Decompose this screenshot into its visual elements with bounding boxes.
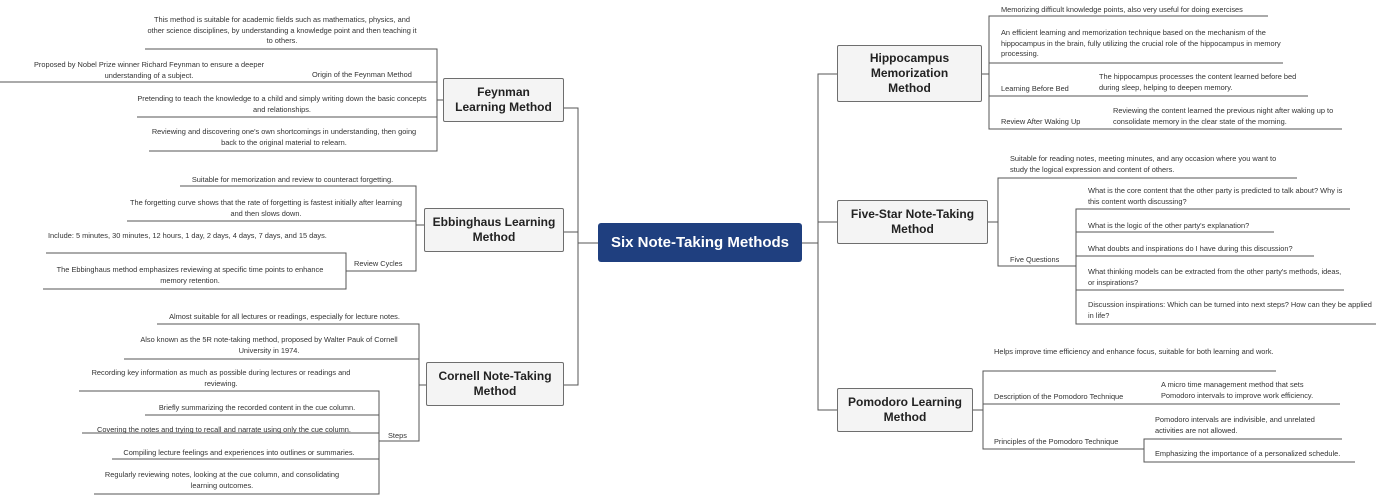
hippocampus-title-1: Hippocampus	[869, 51, 950, 65]
root-topic[interactable]: Six Note-Taking Methods	[598, 223, 802, 262]
pomodoro-title-2: Method	[883, 410, 927, 424]
fivestar-question-5: Discussion inspirations: Which can be tu…	[1088, 300, 1372, 320]
cornell-steps-label: Steps	[388, 431, 407, 440]
cornell-step-1: Recording key information as much as pos…	[91, 368, 351, 388]
pomodoro-principles-label: Principles of the Pomodoro Technique	[994, 437, 1119, 446]
feynman-title-2: Learning Method	[455, 100, 552, 114]
cornell-step-3: Covering the notes and trying to recall …	[97, 425, 351, 434]
ebbinghaus-title-1: Ebbinghaus Learning	[432, 215, 556, 229]
fivestar-title-2: Method	[891, 222, 934, 236]
feynman-origin-label: Origin of the Feynman Method	[312, 70, 412, 79]
fivestar-question-1: What is the core content that the other …	[1088, 186, 1343, 206]
pomodoro-helps: Helps improve time efficiency and enhanc…	[994, 347, 1274, 356]
feynman-suitability: This method is suitable for academic fie…	[147, 15, 417, 45]
fivestar-question-3: What doubts and inspirations do I have d…	[1088, 244, 1293, 253]
hippocampus-title-2: Memorization	[870, 66, 949, 80]
ebbinghaus-cycles-include: Include: 5 minutes, 30 minutes, 12 hours…	[48, 231, 327, 240]
fivestar-question-2: What is the logic of the other party's e…	[1088, 221, 1250, 230]
feynman-origin-detail: Proposed by Nobel Prize winner Richard F…	[33, 60, 265, 80]
cornell-title-1: Cornell Note-Taking	[438, 369, 552, 383]
ebbinghaus-suitable: Suitable for memorization and review to …	[191, 175, 394, 184]
hippocampus-difficult: Memorizing difficult knowledge points, a…	[1001, 5, 1243, 14]
ebbinghaus-cycles-label: Review Cycles	[354, 259, 403, 268]
feynman-teach: Pretending to teach the knowledge to a c…	[137, 94, 427, 114]
hippocampus-efficient: An efficient learning and memorization t…	[1001, 28, 1281, 58]
hippocampus-title-3: Method	[888, 81, 931, 95]
feynman-title-1: Feynman	[477, 85, 530, 99]
fivestar-suitable: Suitable for reading notes, meeting minu…	[1010, 154, 1277, 174]
fivestar-questions-label: Five Questions	[1010, 255, 1060, 264]
cornell-step-4: Compiling lecture feelings and experienc…	[123, 448, 355, 457]
pomodoro-desc-label: Description of the Pomodoro Technique	[994, 392, 1124, 401]
fivestar-title-1: Five-Star Note-Taking	[850, 207, 975, 221]
hippocampus-bed-detail: The hippocampus processes the content le…	[1099, 72, 1297, 92]
ebbinghaus-title-2: Method	[472, 230, 516, 244]
hippocampus-bed-label: Learning Before Bed	[1001, 84, 1069, 93]
cornell-title-2: Method	[473, 384, 517, 398]
fivestar-question-4: What thinking models can be extracted fr…	[1088, 267, 1342, 287]
ebbinghaus-cycles-emphasis: The Ebbinghaus method emphasizes reviewi…	[56, 265, 324, 285]
feynman-review: Reviewing and discovering one's own shor…	[151, 127, 417, 147]
ebbinghaus-curve: The forgetting curve shows that the rate…	[130, 198, 402, 218]
hippocampus-wake-detail: Reviewing the content learned the previo…	[1113, 106, 1334, 126]
cornell-step-5: Regularly reviewing notes, looking at th…	[104, 470, 340, 490]
hippocampus-wake-label: Review After Waking Up	[1001, 117, 1081, 126]
pomodoro-principle-2: Emphasizing the importance of a personal…	[1155, 449, 1341, 458]
pomodoro-principle-1: Pomodoro intervals are indivisible, and …	[1155, 415, 1315, 435]
pomodoro-title-1: Pomodoro Learning	[848, 395, 962, 409]
pomodoro-desc-detail: A micro time management method that sets…	[1161, 380, 1314, 400]
cornell-aka: Also known as the 5R note-taking method,…	[140, 335, 398, 355]
root-title: Six Note-Taking Methods	[610, 234, 790, 251]
cornell-suitable: Almost suitable for all lectures or read…	[169, 312, 400, 321]
cornell-step-2: Briefly summarizing the recorded content…	[158, 403, 356, 412]
